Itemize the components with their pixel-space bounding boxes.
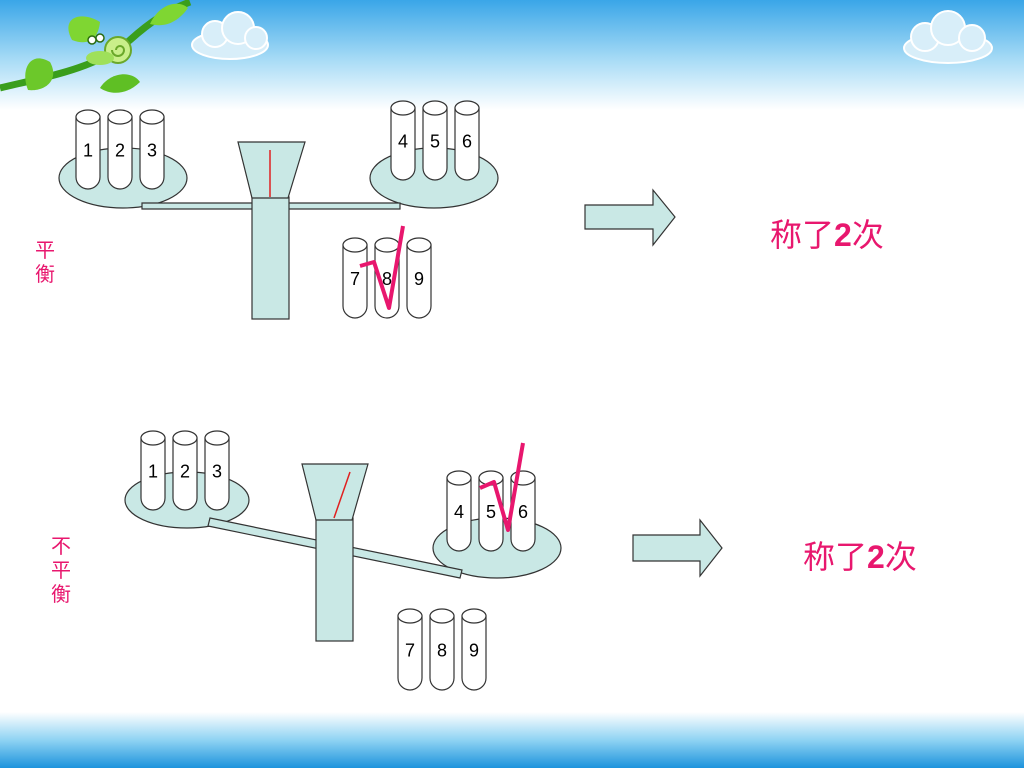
tube-number: 1: [148, 462, 158, 482]
arrow-right-icon: [584, 188, 676, 247]
test-tube: [107, 116, 133, 190]
tube-number: 8: [437, 641, 447, 661]
tube-number: 4: [398, 132, 408, 152]
result-caption-1: 称了2次: [770, 210, 884, 256]
test-tube: [454, 107, 480, 181]
scale-head: [237, 141, 306, 199]
bottom-banner: [0, 712, 1024, 768]
tube-number: 4: [454, 502, 464, 522]
tube-number: 9: [414, 269, 424, 289]
test-tube: [461, 615, 487, 691]
tube-number: 8: [382, 269, 392, 289]
test-tube-rim: [422, 100, 448, 116]
tube-number: 5: [430, 132, 440, 152]
scale-needle: [333, 471, 351, 519]
scale-post: [315, 517, 354, 642]
test-tube: [446, 477, 472, 552]
top-banner: [0, 0, 1024, 110]
result-suffix: 次: [884, 538, 917, 576]
result-caption-2: 称了2次: [803, 532, 917, 578]
tube-group-right-pan: 4 5 6: [390, 100, 480, 181]
test-tube-rim: [107, 109, 133, 125]
tube-number: 7: [350, 269, 360, 289]
tube-number: 5: [486, 502, 496, 522]
state-label-balanced: 平 衡: [34, 238, 56, 286]
state-char: 衡: [51, 582, 71, 606]
test-tube-rim: [406, 237, 432, 253]
tube-group-table: 7 8 9: [397, 608, 487, 691]
result-prefix: 称了: [770, 216, 835, 254]
test-tube-rim: [397, 608, 423, 624]
test-tube: [342, 244, 368, 319]
test-tube-rim: [140, 430, 166, 446]
test-tube-rim: [75, 109, 101, 125]
test-tube-rim: [429, 608, 455, 624]
test-tube-rim: [446, 470, 472, 486]
state-char: 不: [51, 534, 71, 558]
tube-group-table: 7 8 9: [342, 237, 432, 319]
check-mark-icon: [479, 442, 525, 532]
test-tube-rim: [172, 430, 198, 446]
scale-head: [301, 463, 369, 521]
check-mark-icon: [359, 225, 405, 310]
state-char: 平: [35, 238, 55, 262]
test-tube: [75, 116, 101, 190]
test-tube: [374, 244, 400, 319]
test-tube-rim: [461, 608, 487, 624]
tube-group-left-pan: 1 2 3: [75, 109, 165, 190]
state-char: 衡: [35, 262, 55, 286]
cloud-icon: [903, 10, 993, 64]
result-suffix: 次: [851, 216, 884, 254]
tube-number: 2: [115, 141, 125, 161]
test-tube: [172, 437, 198, 511]
test-tube-rim: [374, 237, 400, 253]
test-tube: [510, 477, 536, 552]
test-tube-rim: [390, 100, 416, 116]
test-tube: [422, 107, 448, 181]
tube-group-left-pan: 1 2 3: [140, 430, 230, 511]
test-tube: [139, 116, 165, 190]
tube-number: 7: [405, 641, 415, 661]
test-tube-rim: [454, 100, 480, 116]
tube-number: 3: [147, 141, 157, 161]
tube-number: 6: [518, 502, 528, 522]
cloud-icon: [191, 11, 269, 60]
tube-number: 1: [83, 141, 93, 161]
tube-number: 9: [469, 641, 479, 661]
state-char: 平: [51, 558, 71, 582]
result-count: 2: [867, 539, 885, 575]
test-tube-rim: [342, 237, 368, 253]
result-prefix: 称了: [803, 538, 868, 576]
test-tube: [140, 437, 166, 511]
state-label-unbalanced: 不 平 衡: [50, 534, 72, 606]
plant-snail-decor: [0, 0, 192, 93]
tube-number: 6: [462, 132, 472, 152]
test-tube-rim: [139, 109, 165, 125]
test-tube-rim: [204, 430, 230, 446]
tube-number: 2: [180, 462, 190, 482]
test-tube: [397, 615, 423, 691]
tube-group-right-pan: 4 5 6: [446, 470, 536, 552]
test-tube: [429, 615, 455, 691]
arrow-right-icon: [632, 518, 723, 578]
scale-post: [251, 196, 290, 320]
test-tube: [390, 107, 416, 181]
test-tube: [204, 437, 230, 511]
test-tube: [406, 244, 432, 319]
tube-number: 3: [212, 462, 222, 482]
result-count: 2: [834, 217, 852, 253]
